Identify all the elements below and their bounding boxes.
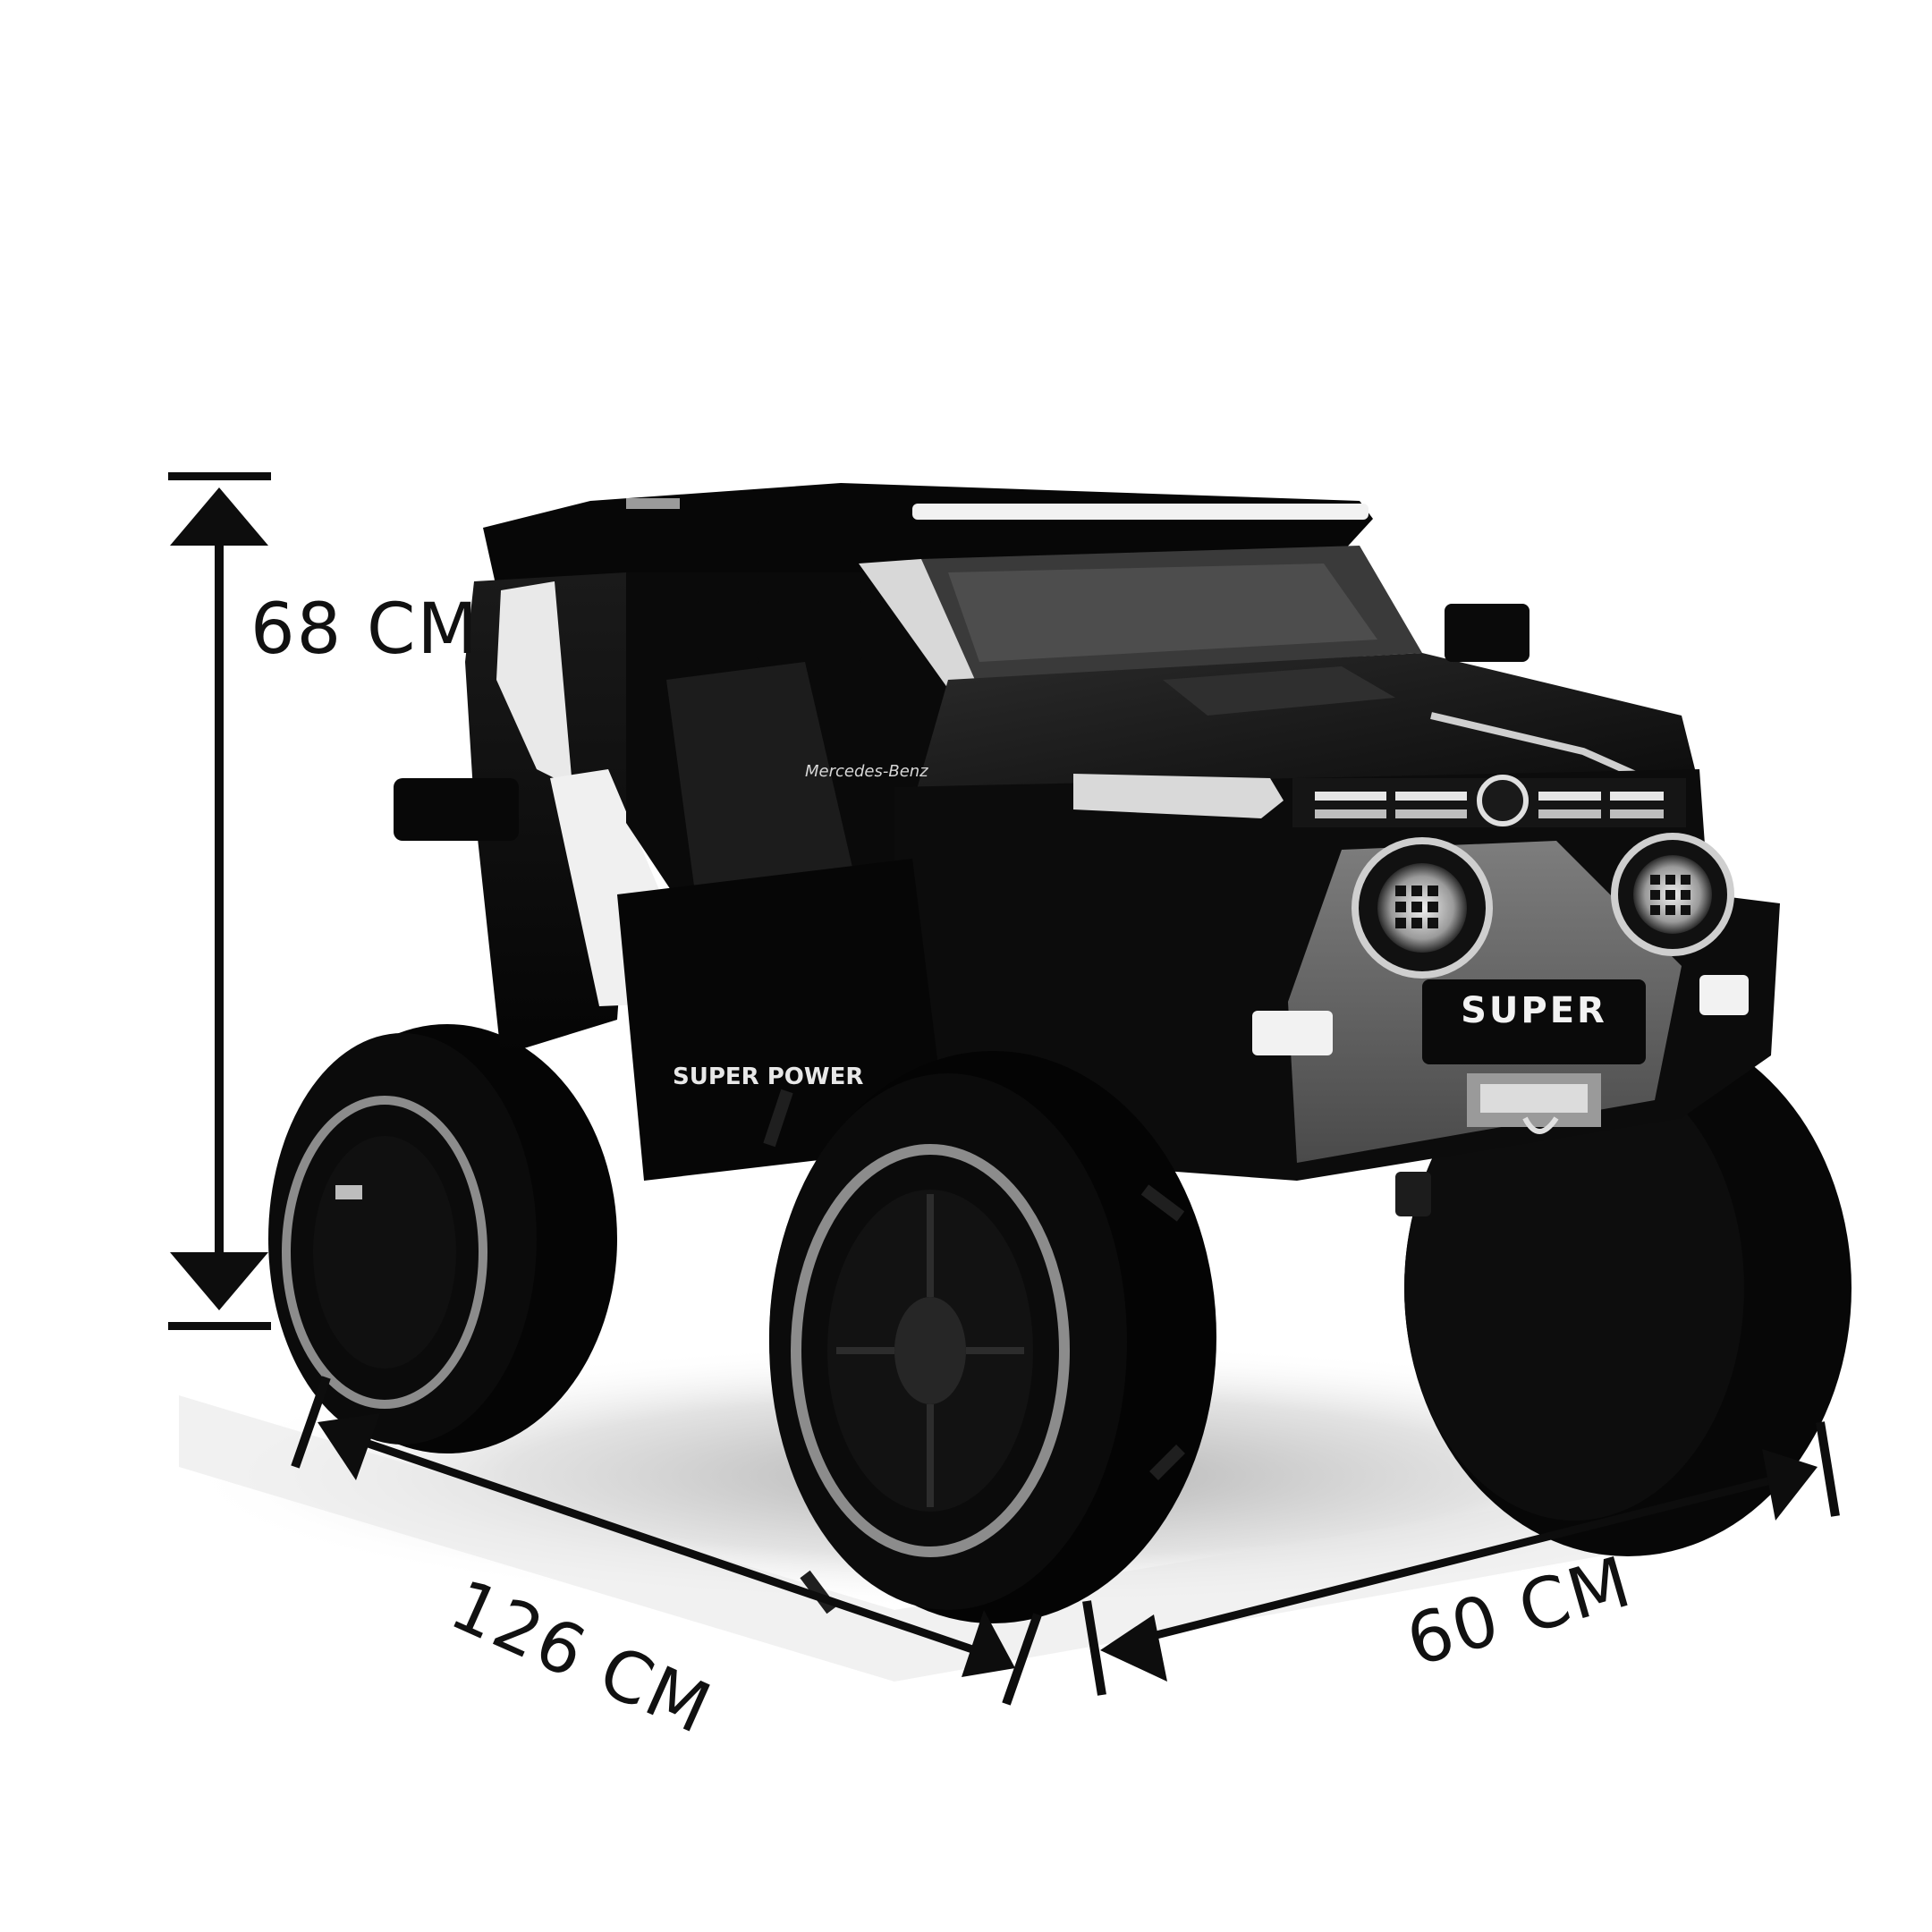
bumper-badge: SUPER: [1461, 990, 1607, 1031]
front-left-tire: [763, 1051, 1216, 1623]
side-decal: SUPER POWER: [673, 1063, 863, 1090]
drl-strip: [1073, 774, 1284, 818]
width-arrow-left: [1100, 1614, 1167, 1682]
front-bumper: [1422, 979, 1646, 1134]
right-headlamp: [1611, 833, 1734, 956]
right-fog-light: [1699, 975, 1749, 1015]
length-arrow-right: [962, 1610, 1015, 1677]
height-label: 68 CM: [250, 589, 479, 670]
length-arrow-left: [318, 1413, 380, 1480]
height-arrow-top: [170, 487, 268, 546]
height-dimension: [168, 472, 271, 1330]
door-script: Mercedes-Benz: [805, 762, 928, 781]
left-mirror: [756, 599, 863, 662]
hood: [912, 653, 1699, 805]
ground-shadow-band: [179, 1395, 1699, 1682]
left-fog-light: [1252, 1011, 1333, 1055]
grille-emblem: [1477, 775, 1529, 826]
width-arrow-right: [1762, 1449, 1818, 1521]
width-dimension: [1082, 1421, 1840, 1696]
height-arrow-bottom: [170, 1252, 268, 1310]
rear-right-tire: [1404, 1020, 1852, 1556]
left-headlamp: [1352, 837, 1493, 979]
right-mirror: [1445, 604, 1530, 662]
front-grille: [1073, 774, 1686, 827]
length-dimension: [291, 1376, 1042, 1706]
rear-left-tire: [268, 1024, 617, 1453]
rear-white-panel: [496, 581, 572, 787]
